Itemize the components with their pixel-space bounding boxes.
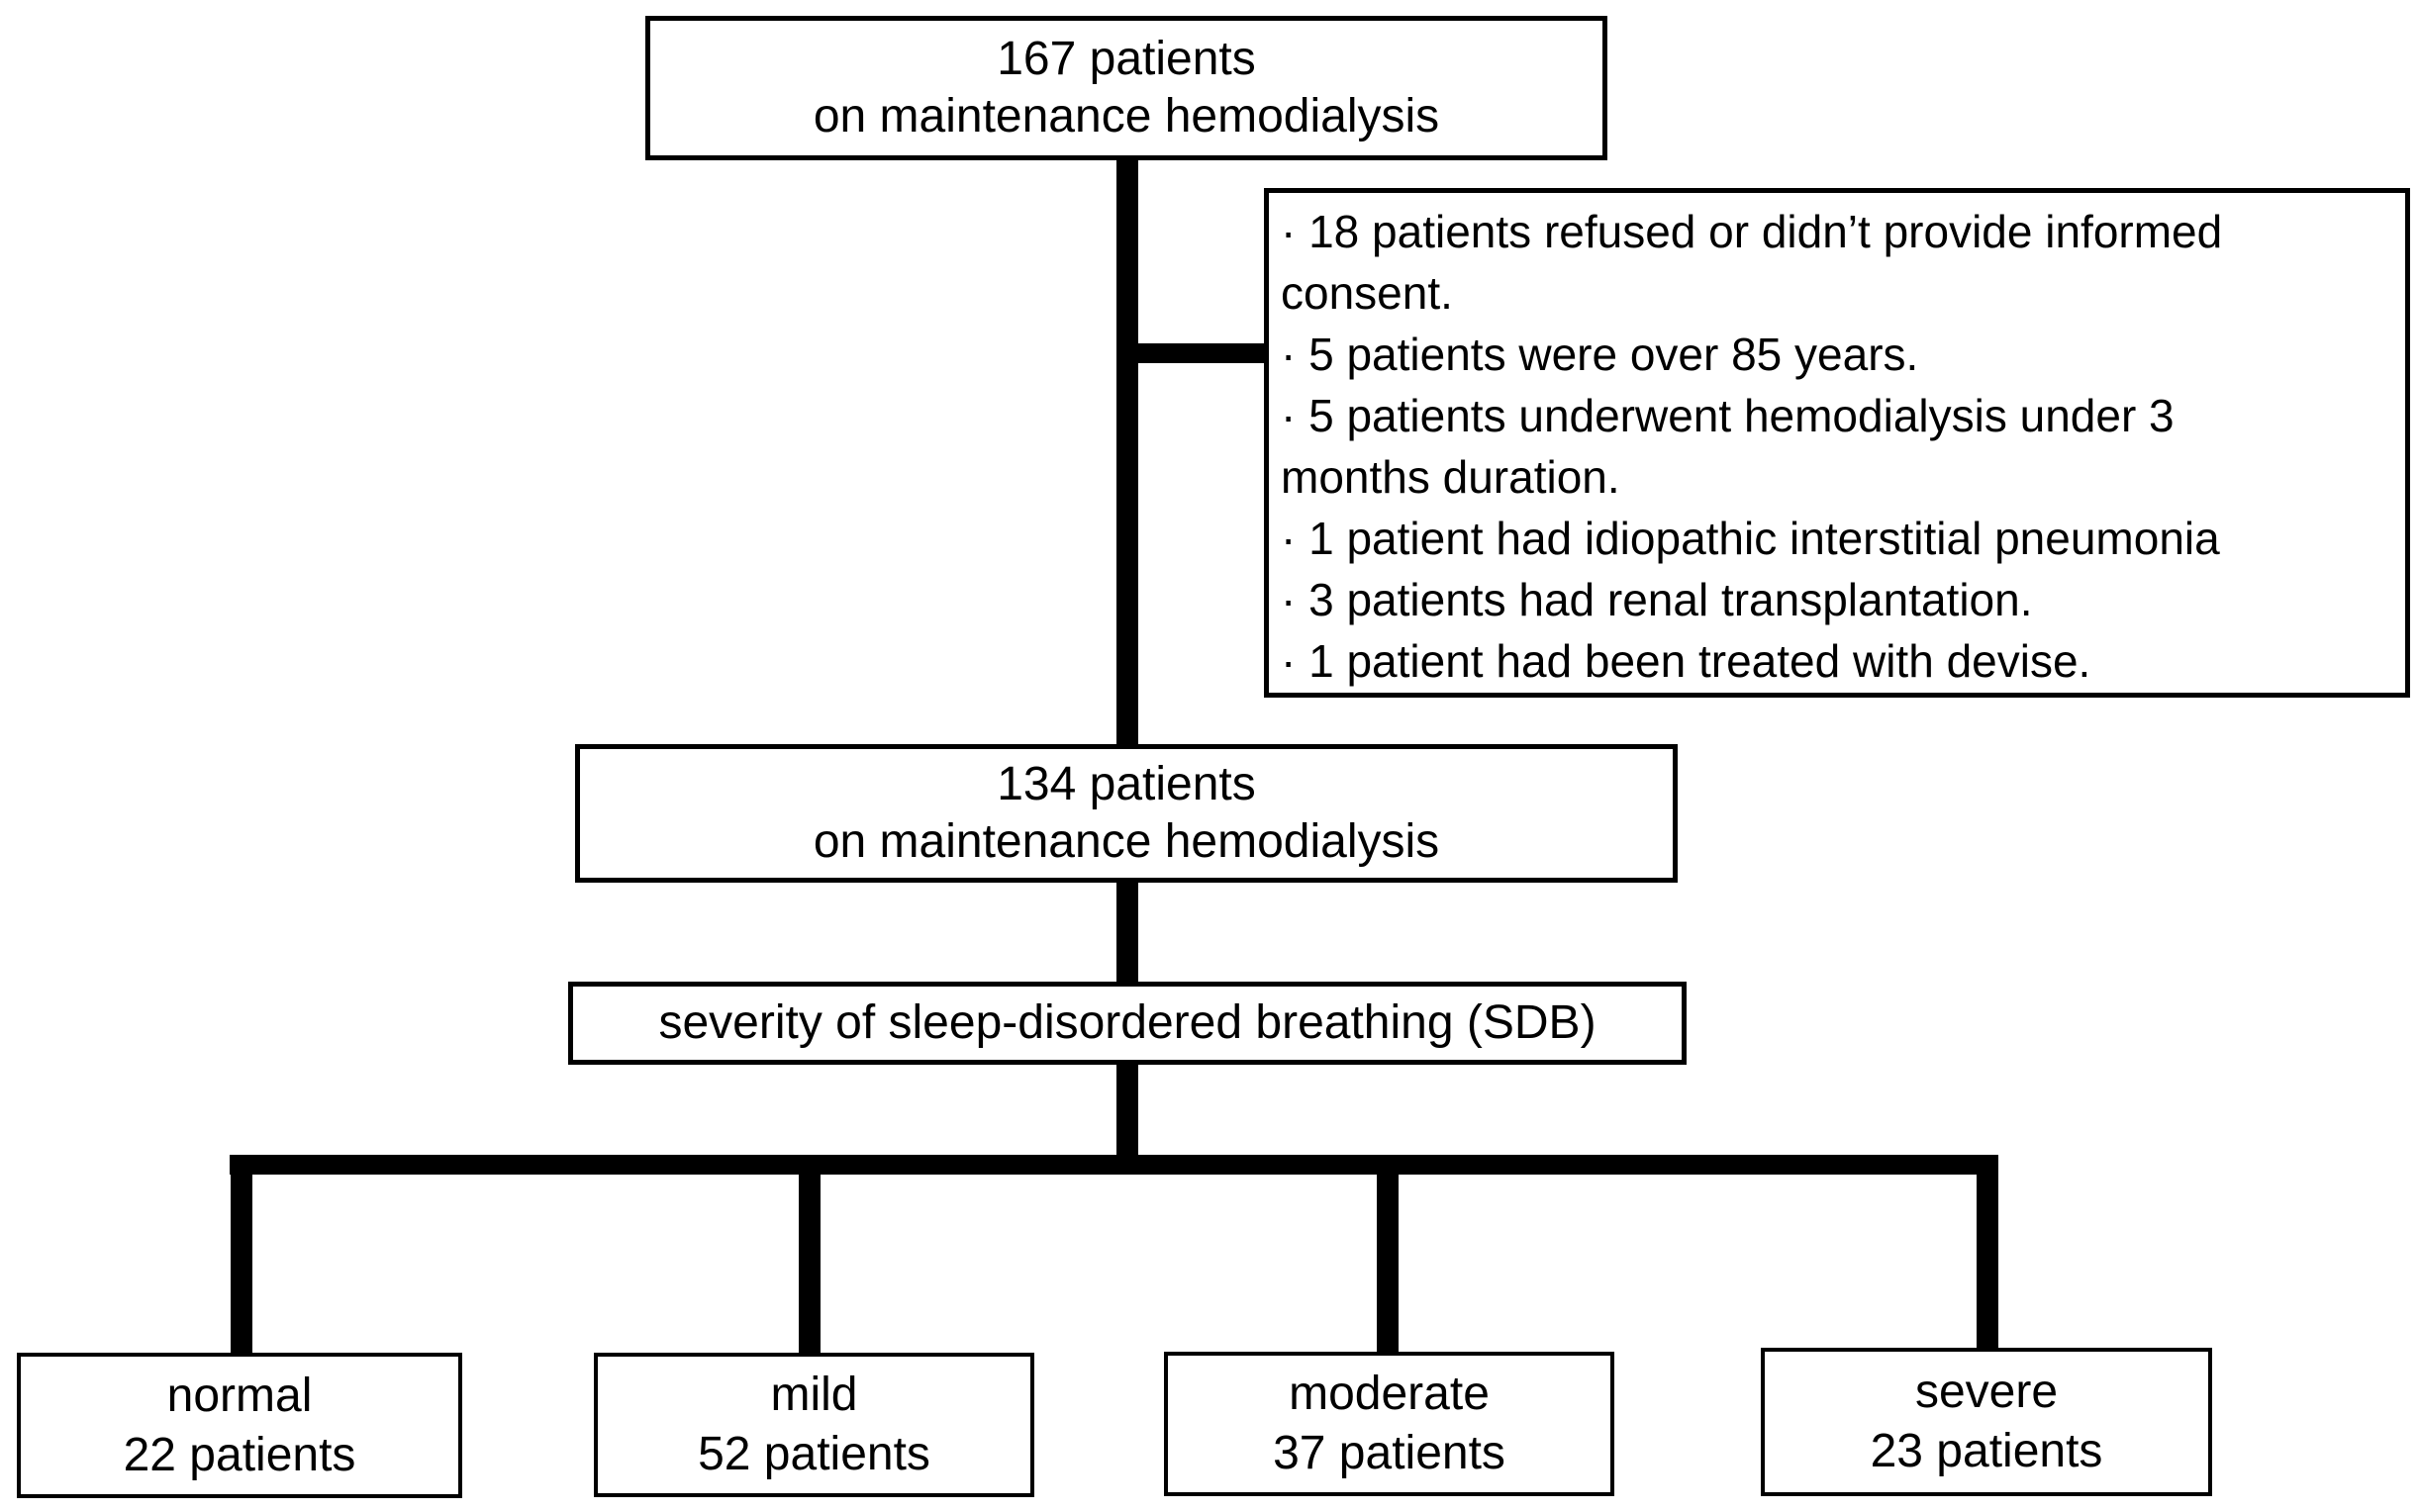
exclusion-line: · 1 patient had idiopathic interstitial … xyxy=(1281,513,2220,564)
box-severity-mild: mild 52 patients xyxy=(594,1353,1034,1497)
box-134-patients: 134 patients on maintenance hemodialysis xyxy=(575,744,1678,883)
box-134-line2: on maintenance hemodialysis xyxy=(813,815,1440,868)
connector-mid-to-sdb xyxy=(1116,879,1138,986)
box-exclusions: · 18 patients refused or didn’t provide … xyxy=(1264,188,2410,698)
exclusion-line: · 18 patients refused or didn’t provide … xyxy=(1281,206,2223,257)
exclusion-line: · 5 patients underwent hemodialysis unde… xyxy=(1281,390,2175,441)
connector-drop-moderate xyxy=(1377,1168,1399,1354)
connector-sdb-to-bar xyxy=(1116,1061,1138,1160)
connector-top-to-mid xyxy=(1116,156,1138,750)
box-134-line1: 134 patients xyxy=(997,758,1256,810)
exclusion-line: · 5 patients were over 85 years. xyxy=(1281,329,1919,380)
connector-drop-severe xyxy=(1977,1168,1998,1350)
connector-drop-mild xyxy=(799,1168,821,1355)
box-sdb-label: severity of sleep-disordered breathing (… xyxy=(658,996,1597,1049)
severity-count: 37 patients xyxy=(1273,1427,1505,1479)
box-167-line2: on maintenance hemodialysis xyxy=(813,90,1440,142)
severity-label: normal xyxy=(166,1369,313,1422)
exclusion-line: months duration. xyxy=(1281,451,1620,503)
box-167-line1: 167 patients xyxy=(997,33,1256,85)
exclusion-line: · 1 patient had been treated with devise… xyxy=(1281,635,2091,687)
severity-label: severe xyxy=(1914,1366,2059,1418)
connector-drop-normal xyxy=(231,1168,252,1355)
box-167-patients: 167 patients on maintenance hemodialysis xyxy=(645,16,1607,160)
box-severity-normal: normal 22 patients xyxy=(17,1353,462,1498)
severity-count: 22 patients xyxy=(123,1428,356,1481)
exclusion-line: · 3 patients had renal transplantation. xyxy=(1281,574,2033,625)
exclusion-line: consent. xyxy=(1281,267,1453,319)
severity-label: moderate xyxy=(1289,1368,1490,1420)
box-severity-severe: severe 23 patients xyxy=(1761,1348,2212,1496)
connector-exclusion-branch xyxy=(1128,343,1267,363)
severity-label: mild xyxy=(770,1369,858,1421)
connector-distribution-bar xyxy=(230,1155,1998,1175)
box-sdb-severity: severity of sleep-disordered breathing (… xyxy=(568,982,1687,1065)
severity-count: 23 patients xyxy=(1870,1425,2103,1477)
box-severity-moderate: moderate 37 patients xyxy=(1164,1352,1614,1496)
severity-count: 52 patients xyxy=(698,1428,930,1480)
